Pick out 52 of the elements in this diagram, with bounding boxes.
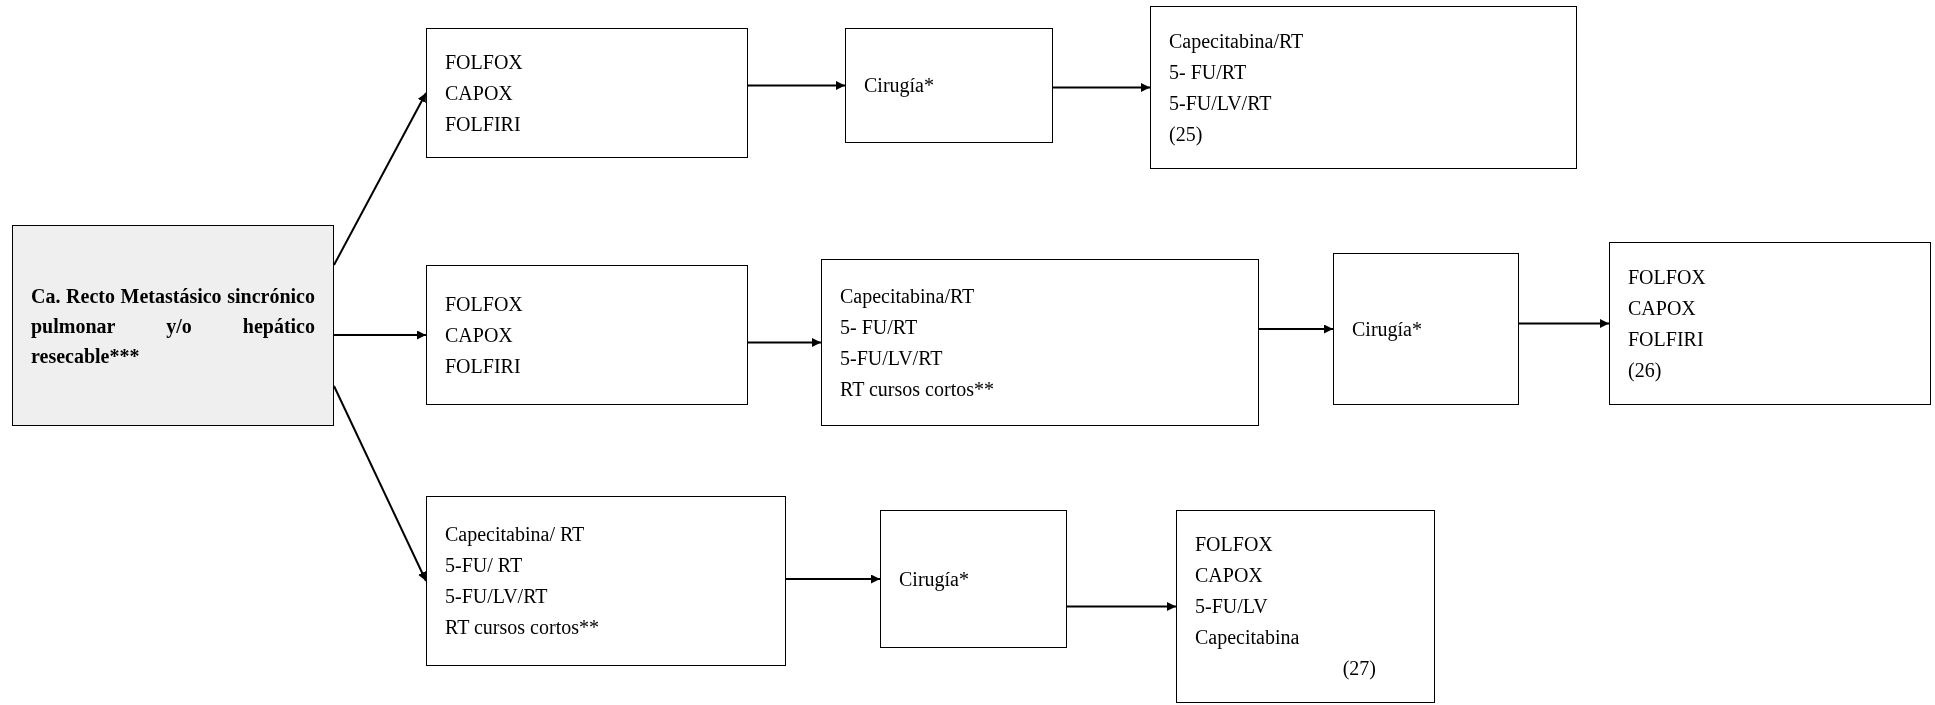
arrow	[333, 385, 427, 582]
box-text: 5- FU/RT	[1169, 59, 1248, 85]
process-box	[845, 28, 1053, 143]
box-text: FOLFOX	[445, 291, 524, 317]
box-text: CAPOX	[445, 322, 514, 348]
arrow	[1518, 319, 1610, 328]
box-text: 5-FU/LV	[1195, 594, 1269, 619]
process-box	[821, 259, 1259, 426]
box-text: Cirugía*	[864, 73, 935, 99]
arrow	[333, 92, 427, 266]
box-text: FOLFIRI	[1628, 326, 1705, 352]
box-text: Capecitabina/RT	[1169, 28, 1305, 55]
box-text: Cirugía*	[1352, 316, 1423, 343]
box-text: CAPOX	[1628, 295, 1697, 321]
box-text: (27)	[1341, 656, 1377, 682]
box-text: Capecitabina/RT	[840, 283, 976, 310]
arrow	[747, 338, 822, 347]
box-text: 5-FU/LV/RT	[840, 345, 944, 371]
box-text: (25)	[1169, 121, 1204, 148]
arrow	[1052, 83, 1151, 92]
box-text: Ca. Recto Metastásico sincrónico pulmonar y/o hepático resecable***	[31, 283, 315, 369]
process-box	[1333, 253, 1519, 405]
arrow	[1258, 324, 1334, 334]
box-text: RT cursos cortos**	[445, 615, 600, 640]
box-text: Capecitabina/ RT	[445, 522, 586, 548]
process-box	[1176, 510, 1435, 703]
box-text: FOLFOX	[1195, 532, 1274, 557]
process-box	[1150, 6, 1577, 169]
process-box	[426, 496, 786, 666]
box-text: Cirugía*	[899, 566, 970, 593]
box-text: (26)	[1628, 357, 1663, 384]
box-text: 5-FU/LV/RT	[1169, 90, 1273, 116]
box-text: 5- FU/RT	[840, 314, 919, 340]
box-text: FOLFIRI	[445, 111, 522, 137]
box-text: CAPOX	[1195, 563, 1264, 588]
process-box	[880, 510, 1067, 648]
box-text: 5-FU/LV/RT	[445, 584, 549, 609]
box-text: FOLFIRI	[445, 353, 522, 379]
process-box	[426, 28, 748, 158]
box-text: FOLFOX	[445, 49, 524, 75]
process-box	[426, 265, 748, 405]
box-text: CAPOX	[445, 80, 514, 106]
arrow	[333, 330, 427, 340]
box-text: FOLFOX	[1628, 264, 1707, 290]
arrow	[785, 574, 881, 584]
process-box	[12, 225, 334, 426]
process-box	[1609, 242, 1931, 405]
box-text: 5-FU/ RT	[445, 553, 524, 578]
arrow	[747, 81, 846, 90]
box-text: RT cursos cortos**	[840, 376, 995, 402]
box-text: Capecitabina	[1195, 625, 1301, 651]
arrow	[1066, 602, 1177, 611]
